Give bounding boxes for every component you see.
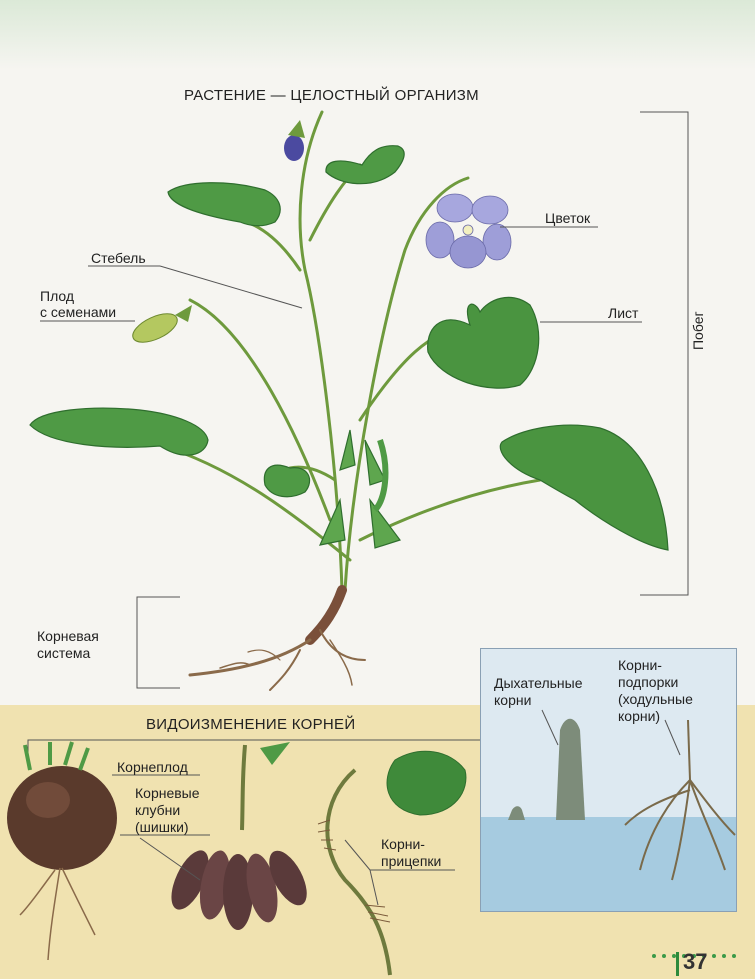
label-leaf: Лист	[608, 305, 638, 321]
title-root-modifications: ВИДОИЗМЕНЕНИЕ КОРНЕЙ	[146, 716, 355, 733]
main-roots	[190, 590, 365, 690]
flower-bud	[284, 120, 305, 161]
page-number-bar	[676, 952, 679, 976]
label-shoot: Побег	[690, 311, 706, 350]
label-prop-line2: подпорки	[618, 674, 678, 690]
leaf-right-big	[500, 425, 668, 550]
prop-root-drawing	[625, 720, 735, 880]
leaves	[30, 146, 668, 550]
leaf-right-mid	[428, 297, 539, 388]
label-fruit-line2: с семенами	[40, 304, 116, 320]
label-clinging-line2: прицепки	[381, 853, 441, 869]
title-plant-organism: РАСТЕНИЕ — ЦЕЛОСТНЫЙ ОРГАНИЗМ	[184, 87, 479, 104]
leaf-small-mid	[264, 465, 309, 497]
label-breathing-line2: корни	[494, 692, 531, 708]
root-crop-drawing	[7, 742, 117, 960]
label-tubers-line2: клубни	[135, 802, 180, 818]
label-tubers-line1: Корневые	[135, 785, 200, 801]
seed-pod	[129, 305, 192, 348]
violet-flower	[426, 194, 511, 268]
breathing-root-drawing	[508, 719, 585, 820]
label-stem: Стебель	[91, 250, 146, 266]
label-root-system-line2: система	[37, 645, 90, 661]
label-clinging-line1: Корни-	[381, 836, 425, 852]
label-root-system-line1: Корневая	[37, 628, 99, 644]
label-flower: Цветок	[545, 210, 590, 226]
label-breathing-line1: Дыхательные	[494, 675, 582, 691]
leaf-top-left	[168, 183, 280, 226]
leaf-left-big	[30, 408, 208, 455]
label-fruit-line1: Плод	[40, 288, 74, 304]
label-prop-line3: (ходульные	[618, 691, 693, 707]
label-root-crop: Корнеплод	[117, 759, 188, 775]
label-prop-line4: корни)	[618, 708, 660, 724]
label-prop-line1: Корни-	[618, 657, 662, 673]
leaf-top-right	[326, 146, 404, 184]
label-tubers-line3: (шишки)	[135, 819, 189, 835]
page-number: 37	[683, 949, 707, 975]
leader-lines	[40, 112, 688, 688]
